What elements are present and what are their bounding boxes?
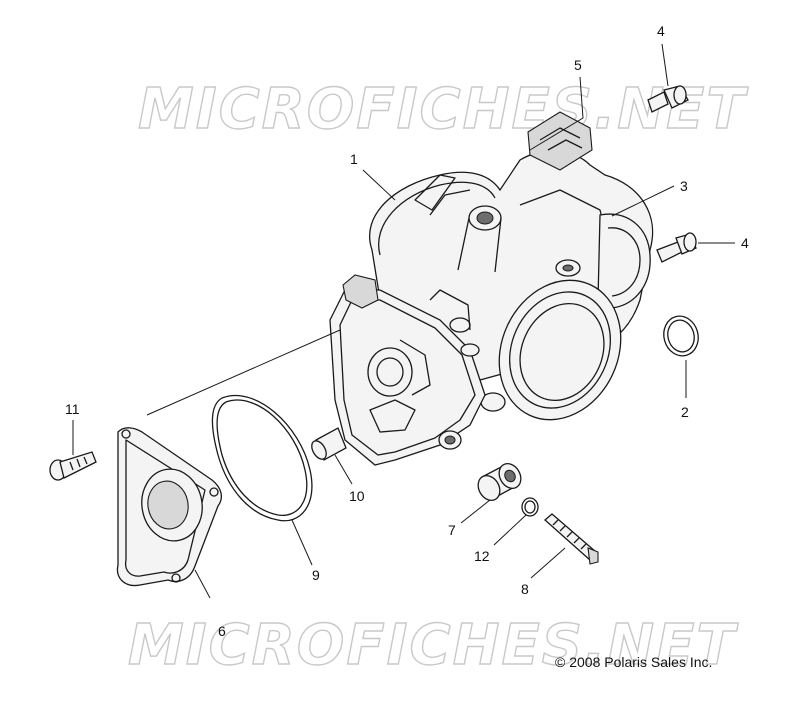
screw-part-4-right — [656, 232, 697, 263]
callout-7: 7 — [448, 522, 456, 538]
seal-ring-part-2 — [663, 315, 699, 357]
throttle-body-housing — [369, 111, 654, 421]
callout-4-top: 4 — [657, 23, 665, 39]
gear-cover-plate — [329, 274, 486, 466]
screw-part-8 — [544, 513, 599, 565]
watermark-top: MICROFICHES.NET — [138, 77, 748, 142]
callout-8: 8 — [521, 581, 529, 597]
gasket-part-9 — [211, 395, 313, 522]
watermark-bottom: MICROFICHES.NET — [128, 613, 738, 678]
callout-labels: 1 2 3 4 4 5 6 7 8 9 10 11 12 — [65, 23, 749, 639]
callout-10: 10 — [349, 488, 365, 504]
callout-12: 12 — [474, 548, 490, 564]
callout-4-right: 4 — [741, 235, 749, 251]
callout-11: 11 — [65, 401, 80, 417]
spacer-part-7 — [477, 463, 522, 501]
o-ring-part-12 — [521, 497, 539, 517]
callout-2: 2 — [681, 404, 689, 420]
callout-6: 6 — [218, 623, 226, 639]
leader-lines — [72, 43, 735, 599]
callout-3: 3 — [680, 178, 688, 194]
screw-part-4-top — [647, 85, 689, 113]
screw-part-11 — [49, 451, 97, 481]
callout-5: 5 — [574, 57, 582, 73]
callout-9: 9 — [312, 567, 320, 583]
callout-1: 1 — [350, 151, 358, 167]
copyright-notice: © 2008 Polaris Sales Inc. — [555, 654, 713, 670]
cover-part-6 — [116, 427, 223, 587]
pin-part-10 — [311, 427, 347, 461]
